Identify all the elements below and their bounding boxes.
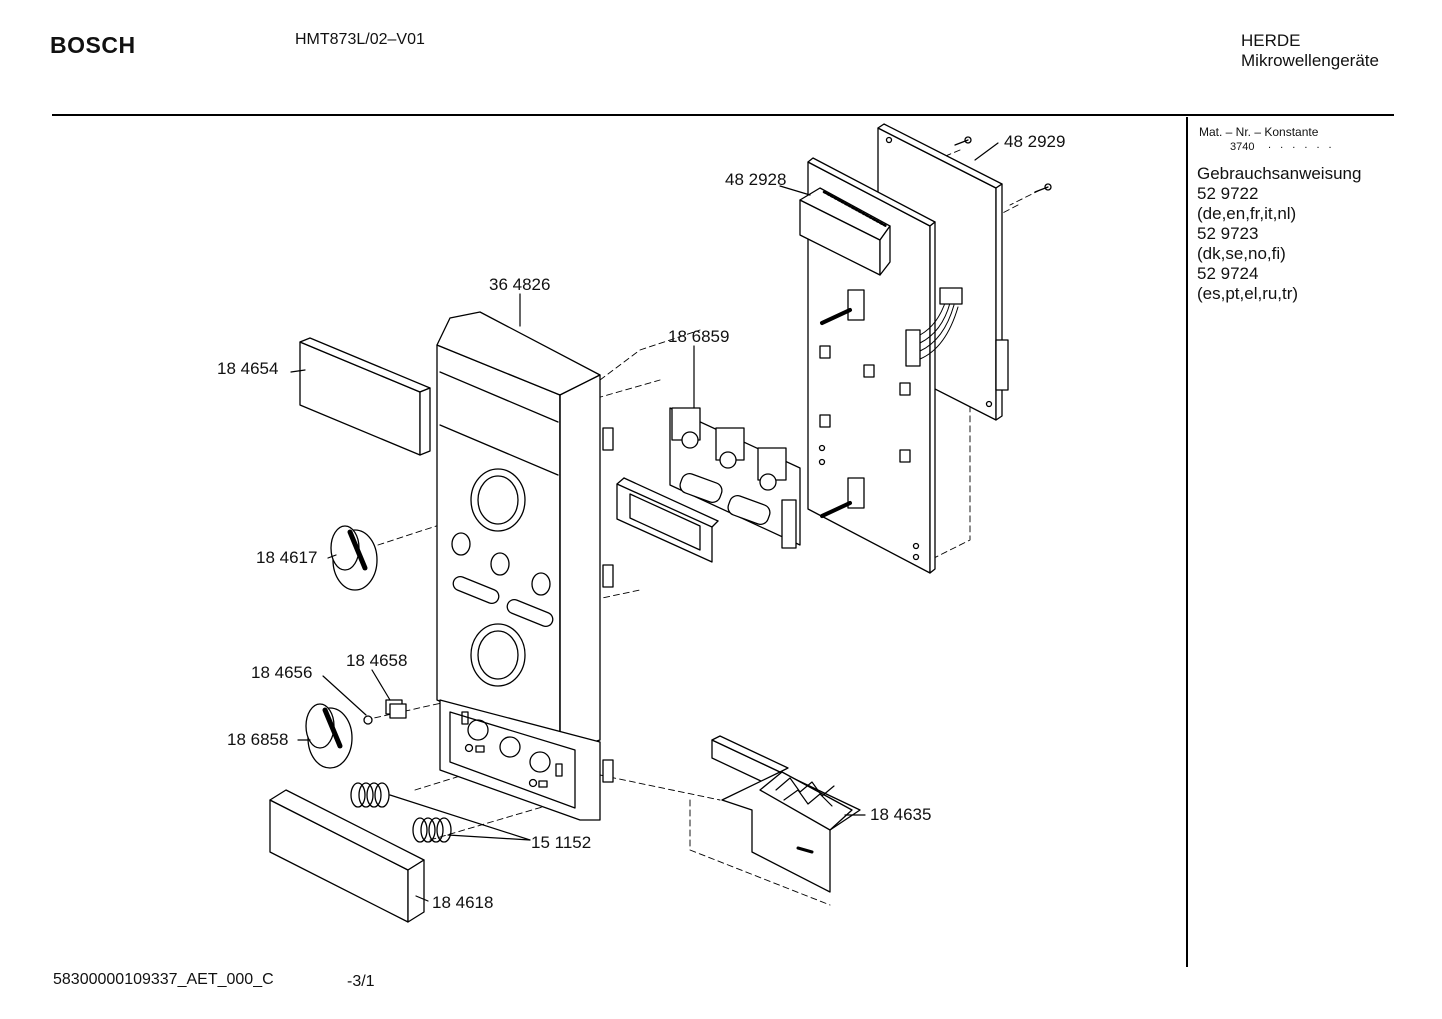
part-label: 18 4618 [432,893,493,912]
manual-languages: (de,en,fr,it,nl) [1197,204,1297,223]
leader-lines [290,142,999,902]
part-label: 48 2928 [725,170,786,189]
brand-logo: BOSCH [50,32,136,58]
part-label: 18 4635 [870,805,931,824]
small-clip [363,699,407,725]
manual-languages: (dk,se,no,fi) [1197,244,1286,263]
lower-panel [439,699,601,821]
manual-number: 52 9722 [1197,184,1259,203]
sidebar-divider [1186,117,1188,967]
knob-upper [330,525,378,591]
category-line-1: HERDE [1241,31,1301,50]
display-window [299,337,431,456]
part-label: 18 6858 [227,730,288,749]
control-panel-housing [436,311,614,783]
manual-title: Gebrauchsanweisung [1197,164,1362,183]
part-label: 18 4656 [251,663,312,682]
springs [350,782,452,843]
header-divider [52,114,1394,116]
manual-number: 52 9724 [1197,264,1259,283]
part-label: 18 4658 [346,651,407,670]
manual-languages: (es,pt,el,ru,tr) [1197,284,1299,303]
page-number: -3/1 [347,973,375,990]
part-label: 48 2929 [1004,132,1065,151]
document-code: 58300000109337_AET_000_C [53,971,274,988]
door-button [269,789,425,923]
button-carrier [669,407,801,549]
door-latch-lever [711,735,861,893]
part-label: 15 1152 [531,833,591,852]
mat-nr-value: 3740 [1230,141,1255,153]
screw-icon [954,136,1052,193]
mat-nr-dots: . . . . . . [1268,139,1335,151]
mat-nr-label: Mat. – Nr. – Konstante [1199,125,1319,139]
part-label: 18 6859 [668,327,729,346]
part-label: 18 4617 [256,548,317,567]
part-label: 18 4654 [217,359,278,378]
part-label: 36 4826 [489,275,550,294]
category-line-2: Mikrowellengeräte [1241,51,1379,70]
knob-lower [305,703,353,769]
front-pcb-board [799,157,963,574]
manual-number: 52 9723 [1197,224,1259,243]
window-frame-bracket [616,477,719,563]
model-number: HMT873L/02–V01 [295,31,425,48]
